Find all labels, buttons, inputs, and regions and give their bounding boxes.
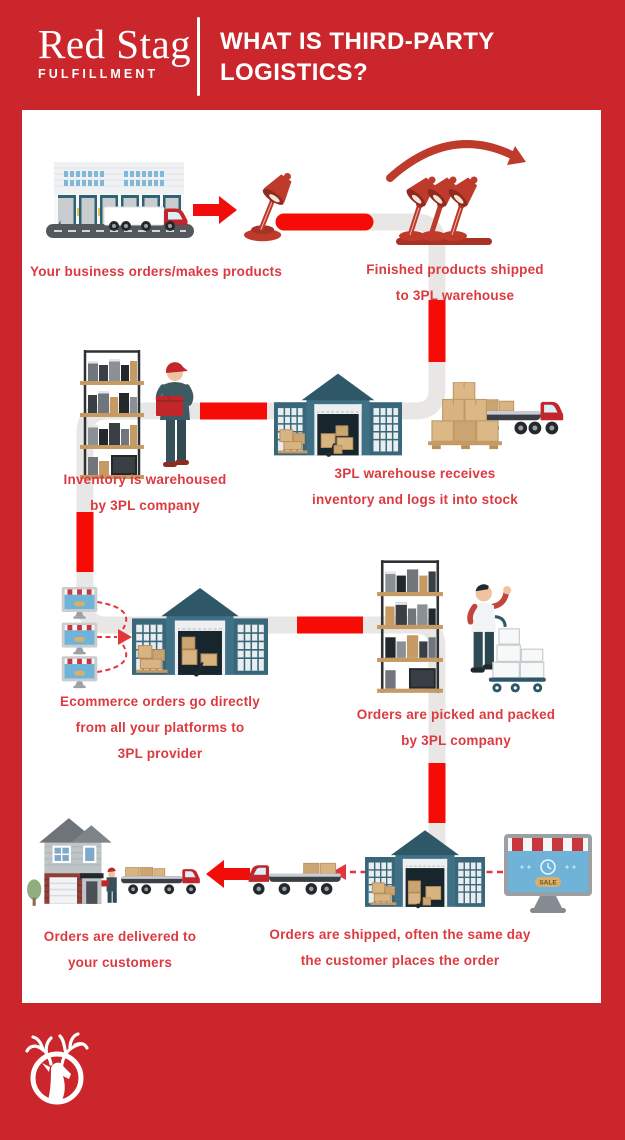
caption-line: by 3PL company: [90, 498, 200, 513]
caption-line: 3PL warehouse receives: [334, 466, 496, 481]
caption-line: your customers: [67, 955, 173, 970]
flow-canvas: SALE Your business orders/makes products…: [22, 110, 601, 1003]
storage-rack-illustration: [77, 348, 147, 482]
house-icon: [27, 818, 117, 906]
truck-icon: [121, 867, 200, 895]
caption-line: the customer places the order: [300, 953, 500, 968]
caption-line: inventory and logs it into stock: [312, 492, 518, 507]
shipping-truck-illustration: [246, 854, 342, 902]
caption-line: Inventory is warehoused: [63, 472, 227, 487]
warehouse-icon: [365, 830, 485, 909]
delivery-truck-illustration: [120, 858, 202, 902]
pallet-boxes-illustration: [428, 382, 504, 452]
customer-house-illustration: [26, 812, 128, 914]
dashed-order-arrows-icon: [96, 601, 128, 673]
step-caption-finished-shipped: Finished products shipped to 3PL warehou…: [355, 257, 555, 309]
shelving-rack-icon: [80, 350, 144, 479]
store-monitors-icon: [61, 586, 98, 689]
picker-with-cart-illustration: [446, 576, 550, 698]
step-caption-orders-products: Your business orders/makes products: [30, 259, 283, 285]
shipping-warehouse-illustration: [365, 824, 485, 914]
caption-line: Your business orders/makes products: [30, 264, 283, 279]
warehouse-icon: [132, 588, 268, 677]
3pl-provider-warehouse-illustration: [132, 586, 268, 678]
caption-line: Ecommerce orders go directly: [60, 694, 260, 709]
ecommerce-platforms-illustration: [60, 586, 100, 690]
caption-line: Orders are delivered to: [43, 929, 197, 944]
step-caption-orders-shipped: Orders are shipped, often the same day t…: [250, 922, 550, 974]
caption-line: from all your platforms to: [75, 720, 245, 735]
step-caption-warehouse-receives: 3PL warehouse receives inventory and log…: [305, 461, 525, 513]
warehouse-receiving-illustration: [274, 370, 402, 460]
step-caption-inventory-warehoused: Inventory is warehoused by 3PL company: [45, 467, 245, 519]
factory-icon: [46, 162, 194, 238]
step-caption-orders-delivered: Orders are delivered to your customers: [30, 924, 210, 976]
page-title-line2: LOGISTICS?: [220, 59, 368, 86]
arrow-left-icon: [206, 860, 250, 888]
red-stag-logo: Red Stag FULFILLMENT: [38, 22, 191, 81]
header-divider: [197, 17, 200, 96]
assembly-lamp-illustration: [236, 160, 314, 248]
store-monitor-icon: SALE: [504, 834, 592, 913]
page-title-line1: WHAT IS THIRD-PARTY: [220, 28, 495, 55]
brand-name: Red Stag: [38, 21, 192, 67]
stag-head-logo: [25, 1030, 89, 1110]
warehouse-worker-illustration: [148, 356, 206, 480]
caption-line: to 3PL warehouse: [395, 288, 515, 303]
warehouse-icon: [274, 373, 402, 457]
worker-icon: [155, 362, 194, 467]
factory-illustration: [46, 158, 194, 252]
picker-cart-icon: [467, 584, 546, 693]
step-caption-ecommerce-orders: Ecommerce orders go directly from all yo…: [60, 689, 260, 767]
assembly-lamps-illustration: [374, 156, 514, 248]
curved-arrow-icon: [386, 140, 518, 182]
desk-lamps-icon: [396, 176, 492, 245]
truck-icon: [248, 862, 341, 895]
online-store-monitor-illustration: SALE: [504, 834, 592, 920]
step-caption-picked-packed: Orders are picked and packed by 3PL comp…: [356, 702, 556, 754]
caption-line: by 3PL company: [401, 733, 511, 748]
desk-lamp-icon: [243, 172, 292, 242]
shelving-rack-icon: [377, 560, 443, 693]
caption-line: Orders are picked and packed: [356, 707, 556, 722]
brand-subtitle: FULFILLMENT: [38, 67, 159, 81]
caption-line: Finished products shipped: [366, 262, 544, 277]
arrow-right-icon: [193, 196, 237, 224]
pallet-boxes-icon: [428, 382, 502, 450]
stag-head-icon: [25, 1032, 89, 1105]
caption-line: 3PL provider: [117, 746, 203, 761]
sale-badge: SALE: [539, 880, 557, 887]
page-title: WHAT IS THIRD-PARTY LOGISTICS?: [220, 26, 495, 88]
pick-rack-illustration: [374, 556, 446, 698]
caption-line: Orders are shipped, often the same day: [269, 927, 531, 942]
